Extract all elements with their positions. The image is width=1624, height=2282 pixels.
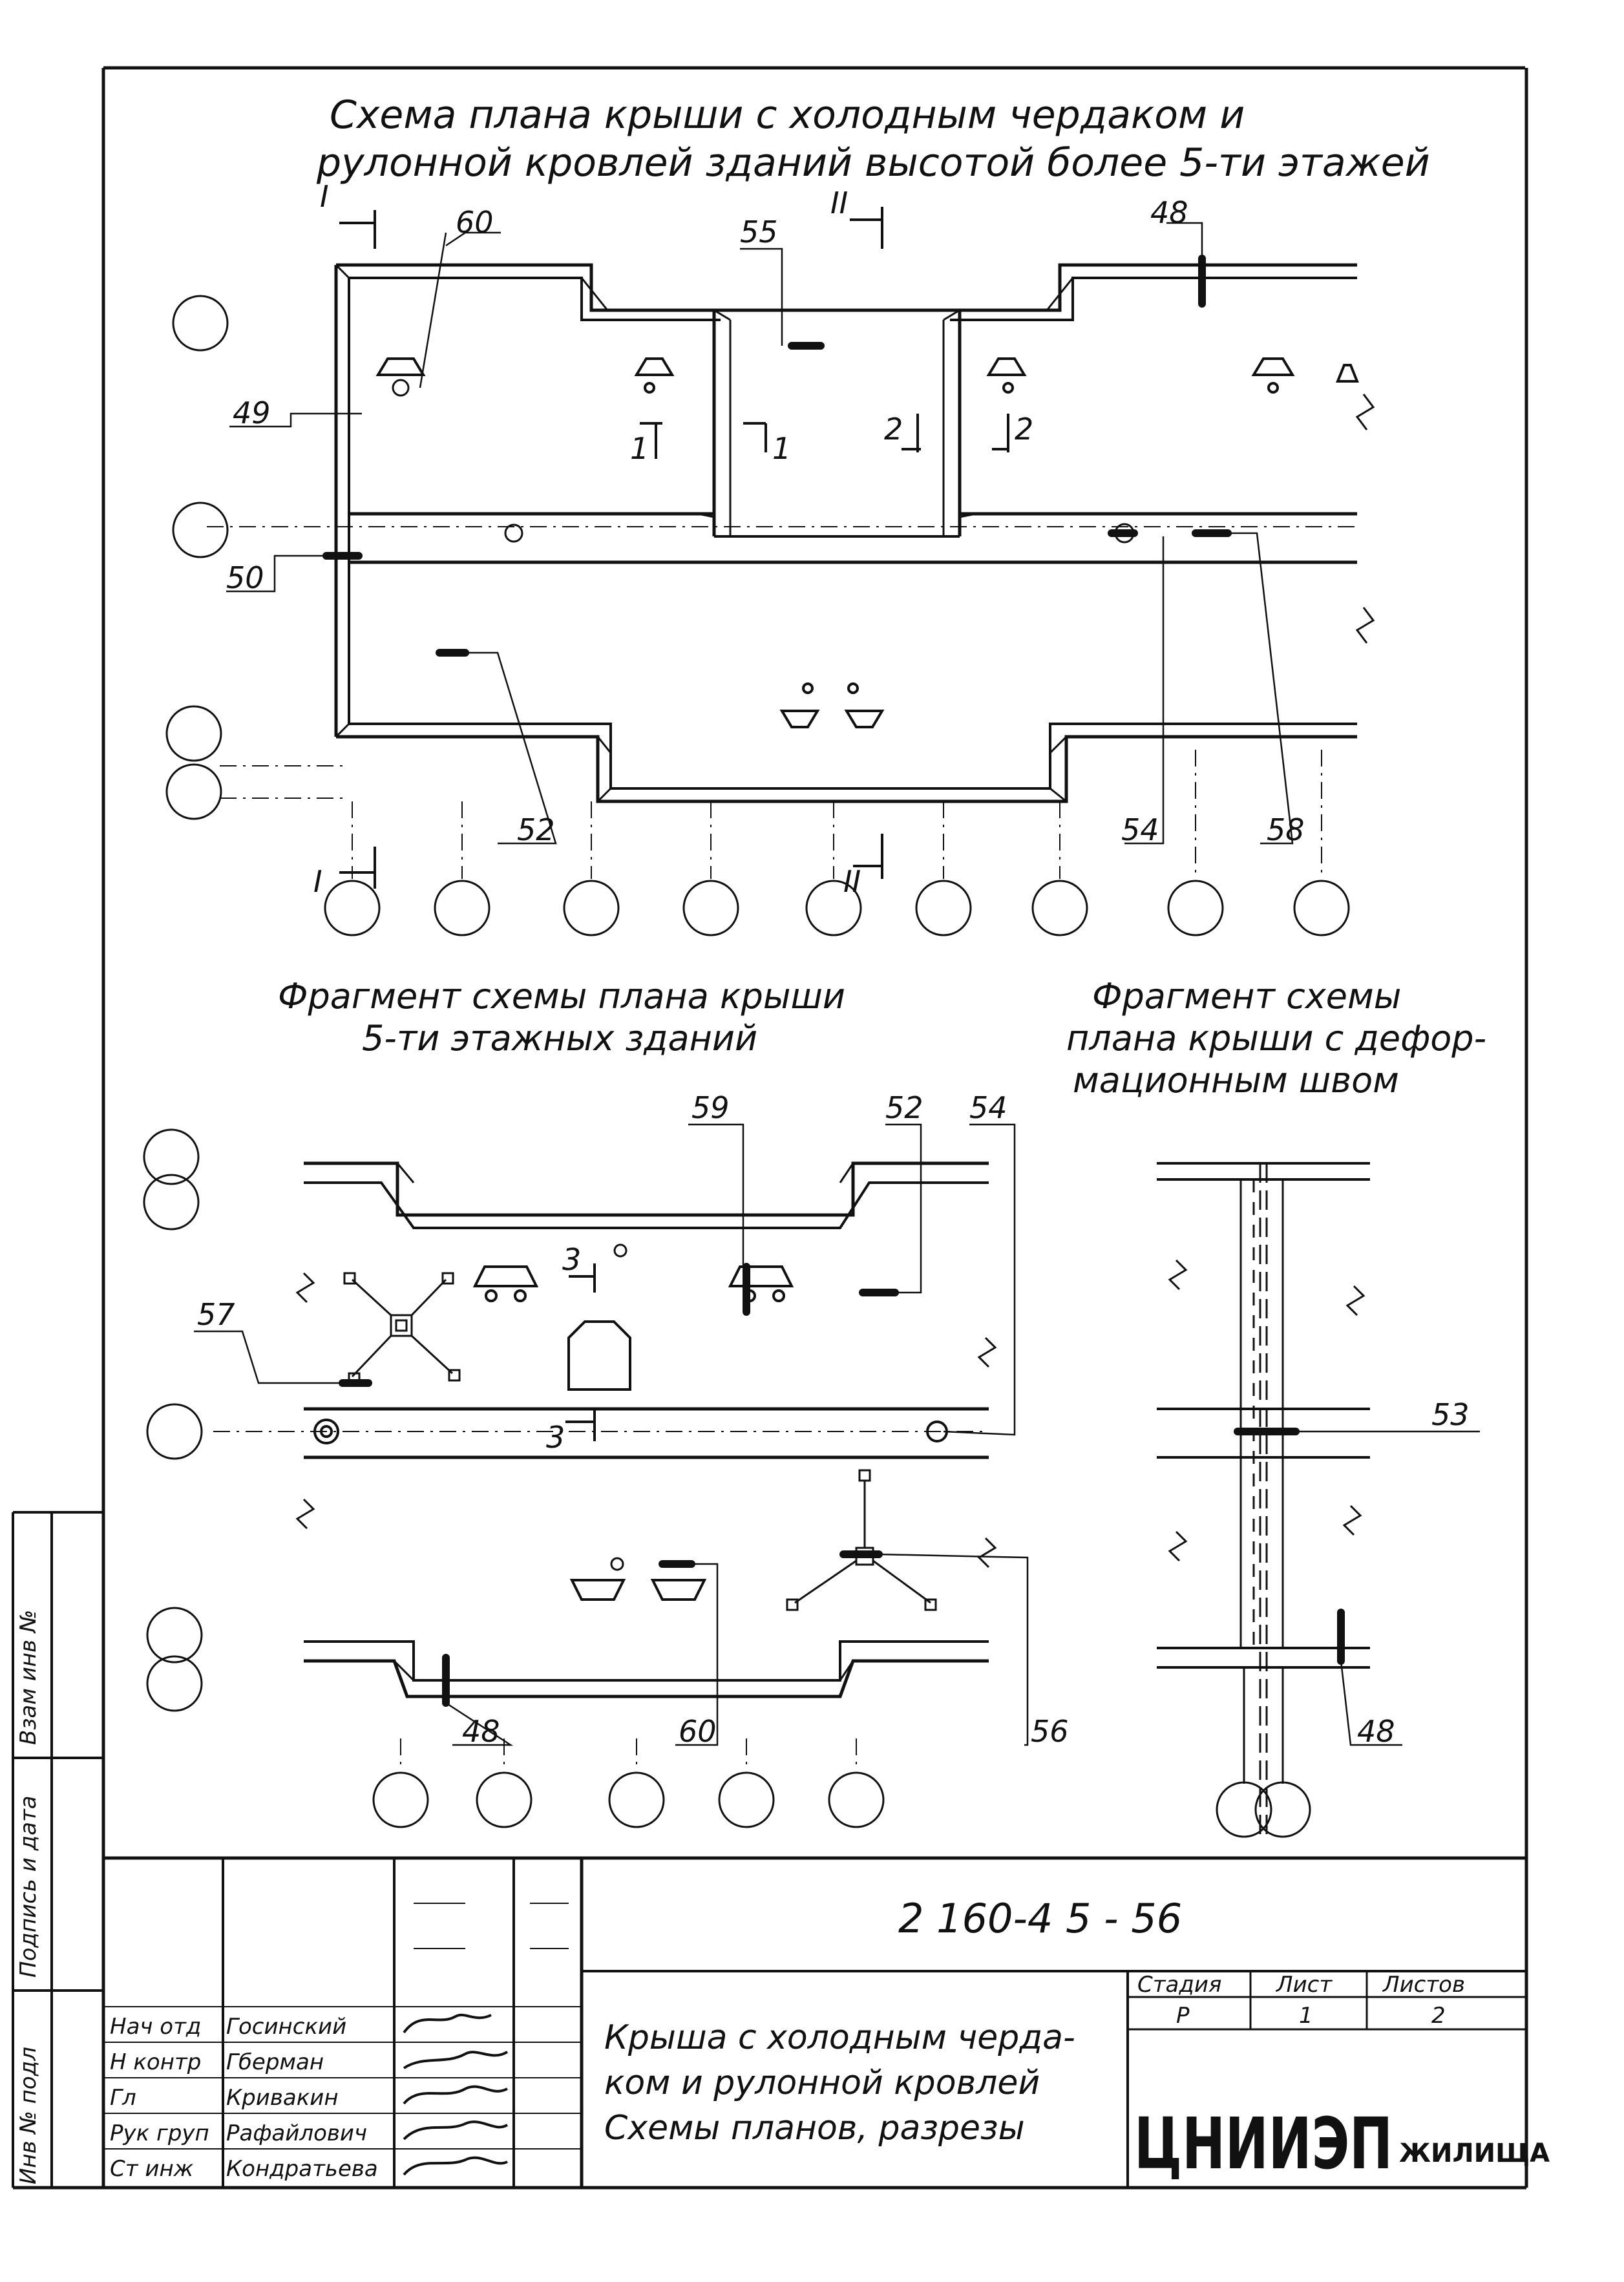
cut-3a: 3 bbox=[562, 1242, 581, 1277]
callout-60-fragment1: 60 bbox=[679, 1714, 717, 1749]
cut-3b: 3 bbox=[546, 1420, 565, 1455]
side-stamp-signature: Подпись и дата bbox=[16, 1795, 41, 1978]
role-group-head: Рук груп bbox=[110, 2120, 209, 2146]
callout-52-fragment1: 52 bbox=[885, 1090, 923, 1125]
main-title-line1: Схема плана крыши с холодным чердаком и bbox=[330, 92, 1245, 138]
callout-55-plan1: 55 bbox=[740, 215, 778, 249]
side-stamp-inventory: Инв № подл bbox=[16, 2047, 41, 2184]
name-5: Кондратьева bbox=[226, 2156, 378, 2182]
axis-bubbles-fragment2 bbox=[1216, 1781, 1311, 1838]
callout-52-plan1: 52 bbox=[517, 812, 555, 847]
name-4: Рафайлович bbox=[226, 2120, 367, 2146]
cut-2b: 2 bbox=[1015, 412, 1033, 447]
grid-axes-plan1 bbox=[207, 526, 1357, 879]
callout-49-plan1: 49 bbox=[233, 396, 271, 430]
section-mark-II-top: II bbox=[830, 185, 848, 220]
organization-logo: ЦНИИЭП bbox=[1134, 2102, 1393, 2185]
cut-1b: 1 bbox=[772, 431, 791, 466]
section-marks-plan1 bbox=[339, 207, 1009, 889]
axis-bubbles-fragment1 bbox=[143, 1128, 885, 1828]
axis-bubbles-plan1 bbox=[165, 295, 1350, 936]
role-senior-engineer: Ст инж bbox=[110, 2156, 194, 2182]
section-mark-I-top: I bbox=[320, 179, 329, 214]
sheet-value: 1 bbox=[1299, 2003, 1313, 2029]
fragment1-title-line2: 5-ти этажных зданий bbox=[362, 1018, 757, 1059]
callout-50-plan1: 50 bbox=[226, 560, 264, 595]
fragment1-title-line1: Фрагмент схемы плана крыши bbox=[278, 976, 845, 1017]
roof-plan-main: 60 55 48 49 50 52 54 58 I II I II 1 1 2 … bbox=[165, 179, 1375, 936]
name-2: Гберман bbox=[226, 2049, 324, 2075]
fragment2-title-line1: Фрагмент схемы bbox=[1092, 976, 1401, 1017]
roof-drains-plan1 bbox=[322, 255, 1232, 657]
parapet-corners-plan1 bbox=[335, 264, 1074, 518]
sheet-frame bbox=[13, 66, 1528, 2190]
roof-plan-fragment-expansion-joint: 53 48 bbox=[1157, 1162, 1480, 1842]
title-block: 2 160-4 5 - 56 Нач отд Н контр Гл Рук гр… bbox=[103, 1856, 1550, 2188]
sheet-description-line3: Схемы планов, разрезы bbox=[604, 2109, 1025, 2148]
vent-hoods-fragment1 bbox=[313, 1243, 948, 1601]
name-3: Кривакин bbox=[226, 2085, 339, 2111]
callout-60-plan1: 60 bbox=[456, 205, 494, 240]
callout-48-fragment2: 48 bbox=[1357, 1714, 1395, 1749]
sheets-label: Листов bbox=[1382, 1972, 1465, 1998]
callout-48-plan1: 48 bbox=[1150, 195, 1188, 230]
callout-57-fragment1: 57 bbox=[197, 1297, 235, 1332]
callout-56-fragment1: 56 bbox=[1031, 1714, 1069, 1749]
stage-label: Стадия bbox=[1137, 1972, 1221, 1998]
role-chief: Гл bbox=[110, 2085, 136, 2111]
cut-2a: 2 bbox=[884, 412, 903, 447]
section-mark-I-bottom: I bbox=[313, 864, 322, 899]
main-title-line2: рулонной кровлей зданий высотой более 5-… bbox=[316, 140, 1430, 185]
role-norm-control: Н контр bbox=[110, 2049, 201, 2075]
anchor-cross-right bbox=[786, 1469, 937, 1611]
callout-54-fragment1: 54 bbox=[969, 1090, 1007, 1125]
section-mark-II-bottom: II bbox=[843, 864, 861, 899]
vent-hoods-plan1 bbox=[375, 357, 1359, 728]
role-head-dept: Нач отд bbox=[110, 2014, 201, 2040]
sheet-label: Лист bbox=[1275, 1972, 1333, 1998]
sheets-value: 2 bbox=[1431, 2003, 1446, 2029]
callout-48-fragment1: 48 bbox=[462, 1714, 500, 1749]
callout-54-plan1: 54 bbox=[1121, 812, 1159, 847]
cut-1a: 1 bbox=[630, 431, 649, 466]
name-1: Госинский bbox=[226, 2014, 346, 2040]
document-code: 2 160-4 5 - 56 bbox=[898, 1895, 1182, 1942]
fragment2-title-line3: мационным швом bbox=[1073, 1060, 1399, 1101]
callout-53-fragment2: 53 bbox=[1431, 1397, 1470, 1432]
organization-name: ЖИЛИЩА bbox=[1399, 2139, 1550, 2168]
side-stamp-replacement: Взам инв № bbox=[16, 1610, 41, 1745]
sheet-description-line2: ком и рулонной кровлей bbox=[604, 2064, 1040, 2102]
sheet-description-line1: Крыша с холодным черда- bbox=[604, 2018, 1075, 2057]
stage-value: Р bbox=[1176, 2003, 1190, 2029]
signatures bbox=[403, 2013, 509, 2176]
side-stamp: Инв № подл Подпись и дата Взам инв № bbox=[12, 1511, 103, 2188]
fragment2-title-line2: плана крыши с дефор- bbox=[1066, 1018, 1486, 1059]
callout-58-plan1: 58 bbox=[1267, 812, 1305, 847]
callout-59-fragment1: 59 bbox=[691, 1090, 730, 1125]
roof-plan-fragment-5-storey: 3 3 59 52 54 57 48 60 56 bbox=[143, 1090, 1069, 1828]
anchor-cross-left bbox=[343, 1272, 461, 1385]
